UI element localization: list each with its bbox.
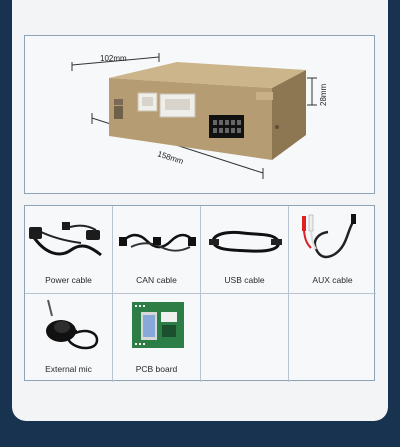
dimension-width-label: 102mm — [100, 54, 127, 63]
accessory-cell-pcb-board: PCB board — [113, 294, 201, 382]
accessory-cell-aux-cable: AUX cable — [289, 206, 376, 294]
accessory-label: PCB board — [135, 364, 178, 374]
accessory-label: USB cable — [224, 275, 265, 285]
accessories-grid: Power cable CAN cable USB cable AUX cab — [24, 205, 376, 382]
product-box-icon — [109, 62, 306, 160]
accessory-cell-can-cable: CAN cable — [113, 206, 201, 294]
pcb-board-icon — [132, 302, 184, 348]
accessory-cell-usb-cable: USB cable — [201, 206, 289, 294]
usb-cable-icon — [209, 230, 282, 253]
accessory-cell-power-cable: Power cable — [25, 206, 113, 294]
accessory-cell-external-mic: External mic — [25, 294, 113, 382]
can-cable-icon — [119, 233, 196, 252]
microphone-icon — [46, 299, 99, 350]
accessory-cell-empty-2 — [289, 294, 376, 382]
aux-cable-icon — [302, 214, 356, 259]
product-dimension-box: 102mm 158mm 28mm — [24, 35, 375, 194]
dimension-height-label: 28mm — [319, 83, 328, 106]
accessory-cell-empty-1 — [201, 294, 289, 382]
accessory-label: AUX cable — [312, 275, 353, 285]
accessory-label: External mic — [45, 364, 92, 374]
accessory-label: Power cable — [45, 275, 92, 285]
dimension-length-label: 158mm — [156, 149, 184, 166]
accessory-label: CAN cable — [136, 275, 177, 285]
power-cable-icon — [29, 222, 102, 257]
product-box-illustration: 102mm 158mm 28mm — [71, 53, 328, 179]
dimension-width-line — [71, 53, 160, 71]
dimension-height-line — [307, 77, 317, 106]
